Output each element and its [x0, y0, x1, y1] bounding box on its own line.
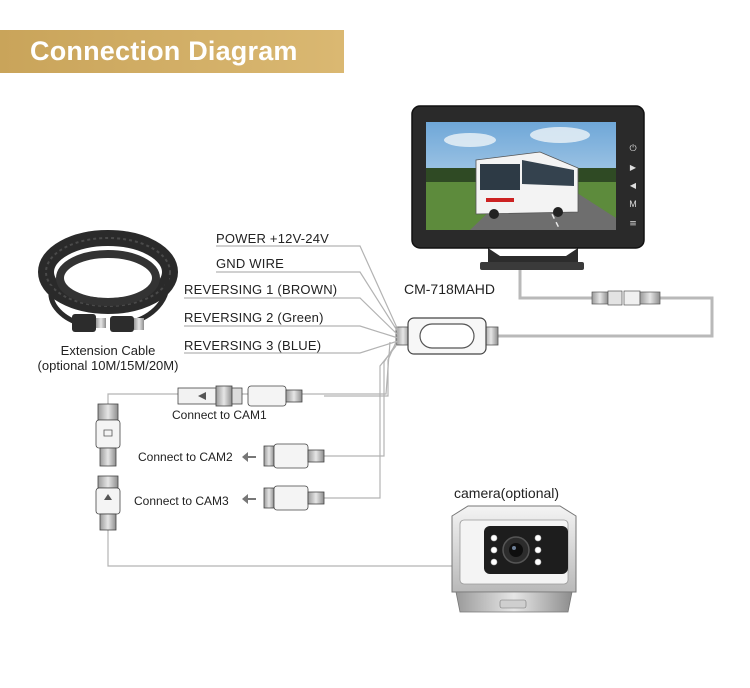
vertical-connector-upper — [95, 403, 121, 467]
left-button-icon[interactable]: ◀ — [630, 181, 637, 190]
cam2-arrow-icon — [242, 452, 256, 462]
wire-label-reversing-2: REVERSING 2 (Green) — [184, 310, 324, 325]
monitor-screen — [426, 122, 616, 231]
extension-cable-title: Extension Cable — [60, 343, 156, 358]
monitor-model-label: CM-718MAHD — [404, 281, 496, 297]
monitor-button-panel — [626, 114, 640, 240]
wire-label-reversing-3: REVERSING 3 (BLUE) — [184, 338, 322, 353]
cam2-connector — [263, 443, 325, 469]
cam3-arrow-icon — [242, 494, 256, 504]
cam3-label: Connect to CAM3 — [134, 494, 229, 508]
wire-bundle — [107, 245, 452, 567]
control-box — [395, 317, 499, 355]
extension-cable-options: (optional 10M/15M/20M) — [37, 358, 179, 373]
camera-label: camera(optional) — [454, 485, 560, 501]
monitor-cable — [496, 270, 714, 338]
arrow-icons — [242, 452, 256, 504]
cam1-connector — [177, 385, 303, 407]
menu-button-icon[interactable]: M — [629, 199, 637, 209]
extension-cable-connectors — [72, 314, 144, 332]
extension-cable-caption: Extension Cable (optional 10M/15M/20M) — [22, 343, 194, 373]
camera — [451, 505, 577, 613]
wire-label-gnd: GND WIRE — [216, 256, 285, 271]
monitor-cable-connector — [591, 290, 661, 306]
wire-label-power: POWER +12V-24V — [216, 231, 329, 246]
cam1-label: Connect to CAM1 — [172, 408, 267, 422]
power-button-icon[interactable]: ⏻ — [629, 143, 636, 154]
wire-label-reversing-1: REVERSING 1 (BROWN) — [184, 282, 338, 297]
monitor: ⏻ ▶ ◀ M ≡ — [411, 105, 645, 270]
extension-cable-coil — [38, 230, 178, 327]
page-title: Connection Diagram — [30, 36, 298, 66]
right-button-icon[interactable]: ▶ — [630, 163, 637, 172]
title-banner: Connection Diagram — [0, 30, 344, 73]
cam3-connector — [263, 485, 325, 511]
vertical-connector-lower — [95, 475, 121, 531]
cam2-label: Connect to CAM2 — [138, 450, 233, 464]
monitor-base — [480, 262, 584, 270]
list-button-icon[interactable]: ≡ — [629, 219, 637, 229]
